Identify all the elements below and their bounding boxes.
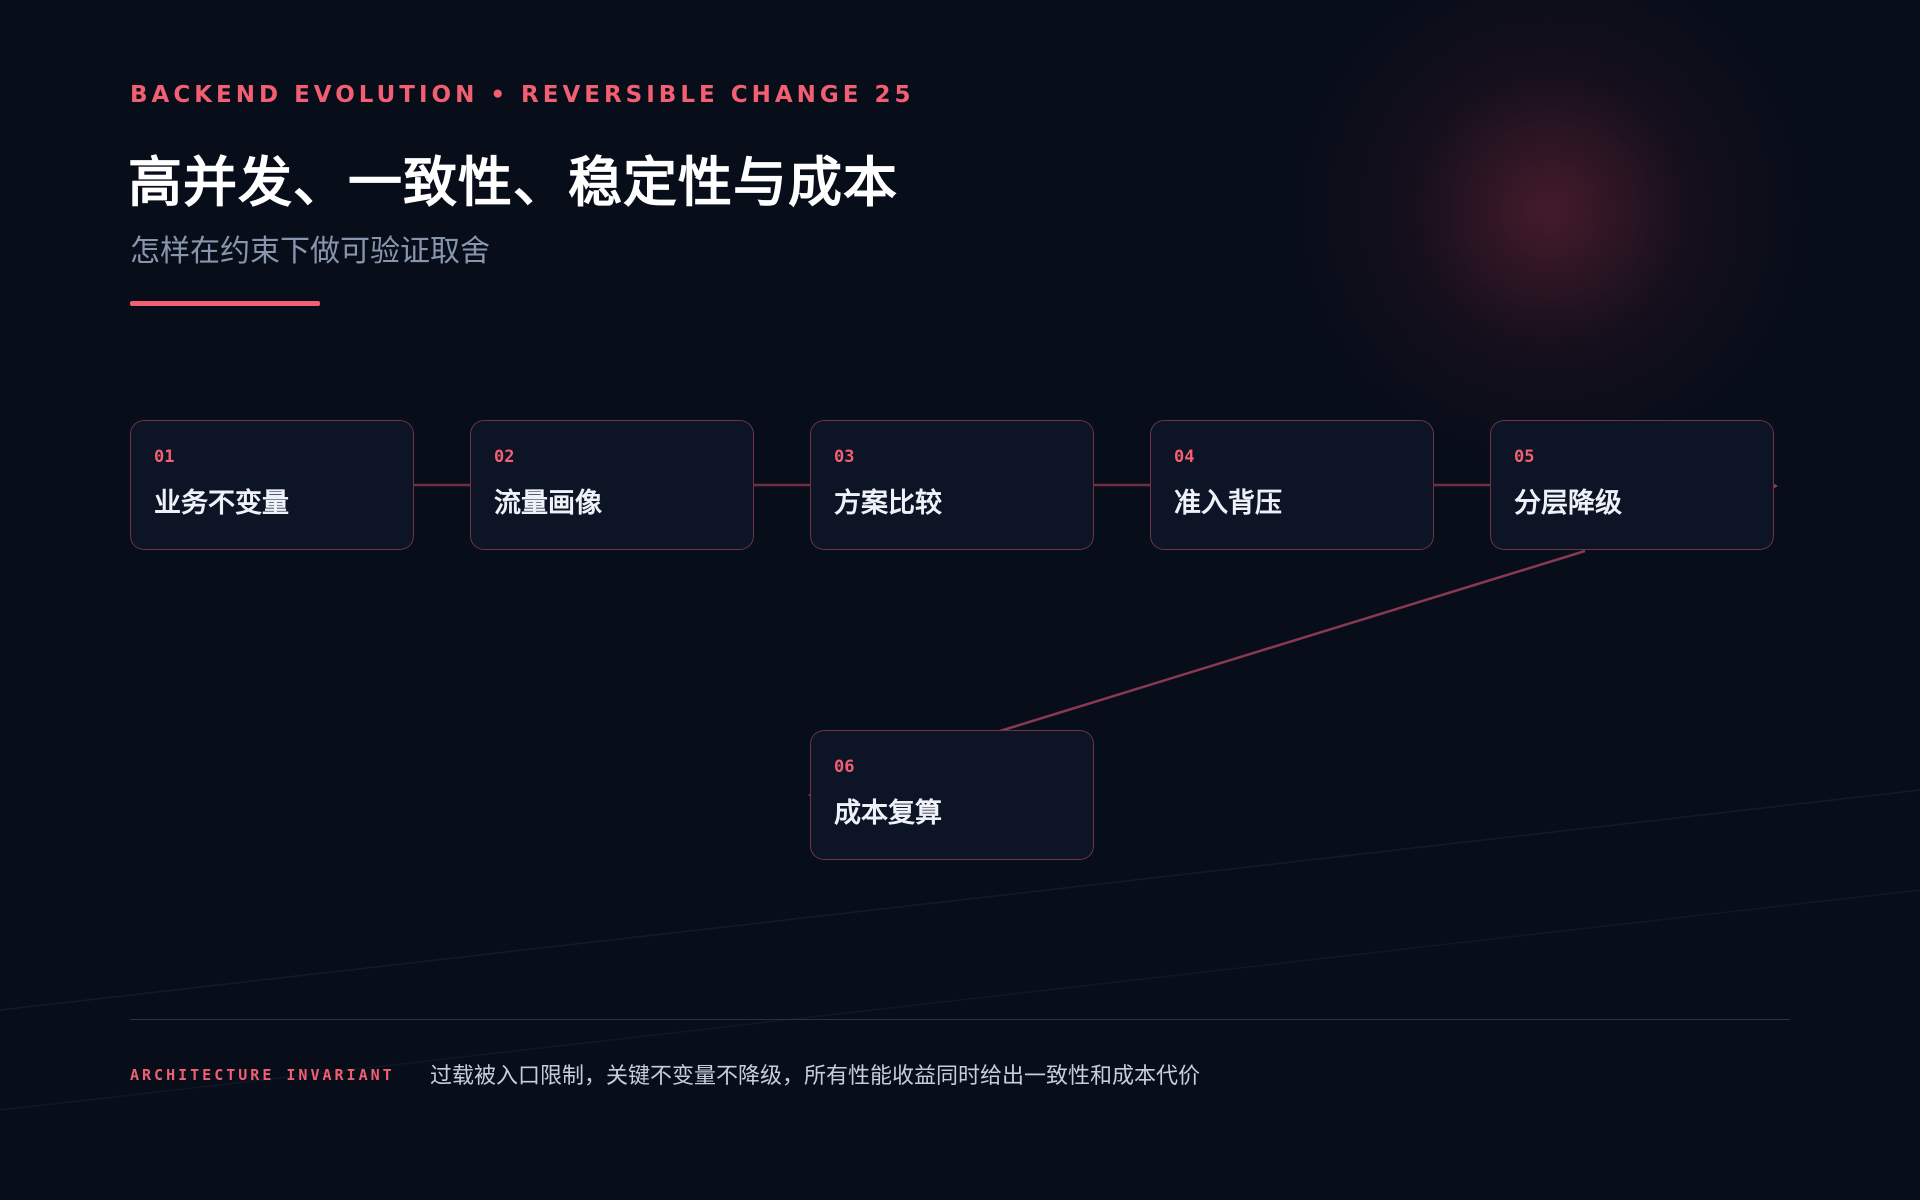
step-number: 02 bbox=[494, 447, 515, 467]
page-subtitle: 怎样在约束下做可验证取舍 bbox=[130, 234, 490, 269]
eyebrow: BACKEND EVOLUTION • REVERSIBLE CHANGE 25 bbox=[130, 82, 915, 108]
step-number: 01 bbox=[154, 447, 175, 467]
page-title: 高并发、一致性、稳定性与成本 bbox=[128, 151, 898, 214]
footer-text: 过载被入口限制，关键不变量不降级，所有性能收益同时给出一致性和成本代价 bbox=[430, 1064, 1201, 1089]
flow-step-05: 05 分层降级 bbox=[1490, 420, 1774, 550]
step-number: 04 bbox=[1174, 447, 1195, 467]
step-number: 06 bbox=[834, 757, 855, 777]
step-label: 分层降级 bbox=[1514, 488, 1622, 519]
arrow-tip-05 bbox=[1773, 483, 1778, 489]
flow-step-02: 02 流量画像 bbox=[470, 420, 754, 550]
step-number: 05 bbox=[1514, 447, 1535, 467]
step-label: 流量画像 bbox=[494, 488, 602, 519]
flow-step-03: 03 方案比较 bbox=[810, 420, 1094, 550]
title-accent-bar bbox=[130, 301, 320, 306]
step-number: 03 bbox=[834, 447, 855, 467]
flow-step-06: 06 成本复算 bbox=[810, 730, 1094, 860]
step-label: 成本复算 bbox=[834, 798, 942, 829]
footer-tag: ARCHITECTURE INVARIANT bbox=[130, 1066, 395, 1084]
flow-step-04: 04 准入背压 bbox=[1150, 420, 1434, 550]
connector-05-06 bbox=[999, 549, 1586, 733]
step-label: 准入背压 bbox=[1174, 488, 1282, 519]
flow-step-01: 01 业务不变量 bbox=[130, 420, 414, 550]
step-label: 方案比较 bbox=[834, 488, 942, 519]
footer-divider bbox=[130, 1019, 1790, 1020]
step-label: 业务不变量 bbox=[154, 488, 289, 519]
